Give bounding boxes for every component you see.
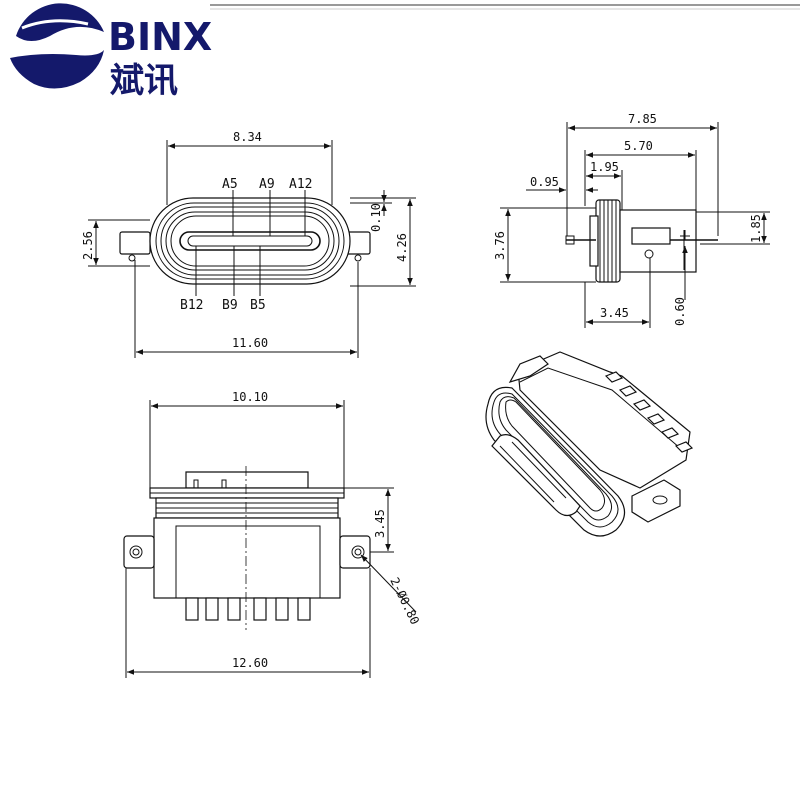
header: BINX 斌讯	[10, 3, 800, 101]
pin-label-b5: B5	[250, 298, 266, 313]
brand-name-cn: 斌讯	[110, 61, 178, 101]
front-width-top-label: 8.34	[233, 130, 262, 144]
top-width-top-label: 10.10	[232, 390, 268, 404]
front-height-right-label: 4.26	[395, 233, 409, 262]
side-view: 7.85 5.70 1.95 0.95 3.76 1.85 3.45	[493, 112, 770, 328]
front-height-left-label: 2.56	[81, 231, 95, 260]
front-view: A5 A9 A12 B12 B9 B5 8.34 11.60 2.56 4.26…	[81, 130, 416, 358]
side-height-left-label: 3.76	[493, 231, 507, 260]
side-bottom-length-label: 3.45	[600, 306, 629, 320]
front-width-bottom-label: 11.60	[232, 336, 268, 350]
side-length-2-label: 5.70	[624, 139, 653, 153]
brand-name: BINX	[108, 15, 212, 59]
pin-label-a12: A12	[289, 177, 312, 192]
top-width-bottom-label: 12.60	[232, 656, 268, 670]
pin-label-b12: B12	[180, 298, 203, 313]
binx-wave-logo-icon	[10, 3, 104, 89]
side-length-3-label: 1.95	[590, 160, 619, 174]
front-offset-right-label: 0.10	[369, 203, 383, 232]
side-height-right-label: 1.85	[749, 214, 763, 243]
pin-label-b9: B9	[222, 298, 238, 313]
side-total-length-label: 7.85	[628, 112, 657, 126]
isometric-view	[485, 351, 694, 537]
top-hole-label: 2-Ø0.80	[387, 575, 422, 627]
side-thickness-label: 0.60	[673, 297, 687, 326]
pin-label-a5: A5	[222, 177, 238, 192]
top-view: 10.10 12.60 3.45 2-Ø0.80	[123, 390, 422, 678]
side-offset-left-label: 0.95	[530, 175, 559, 189]
top-height-right-label: 3.45	[373, 509, 387, 538]
pin-label-a9: A9	[259, 177, 275, 192]
